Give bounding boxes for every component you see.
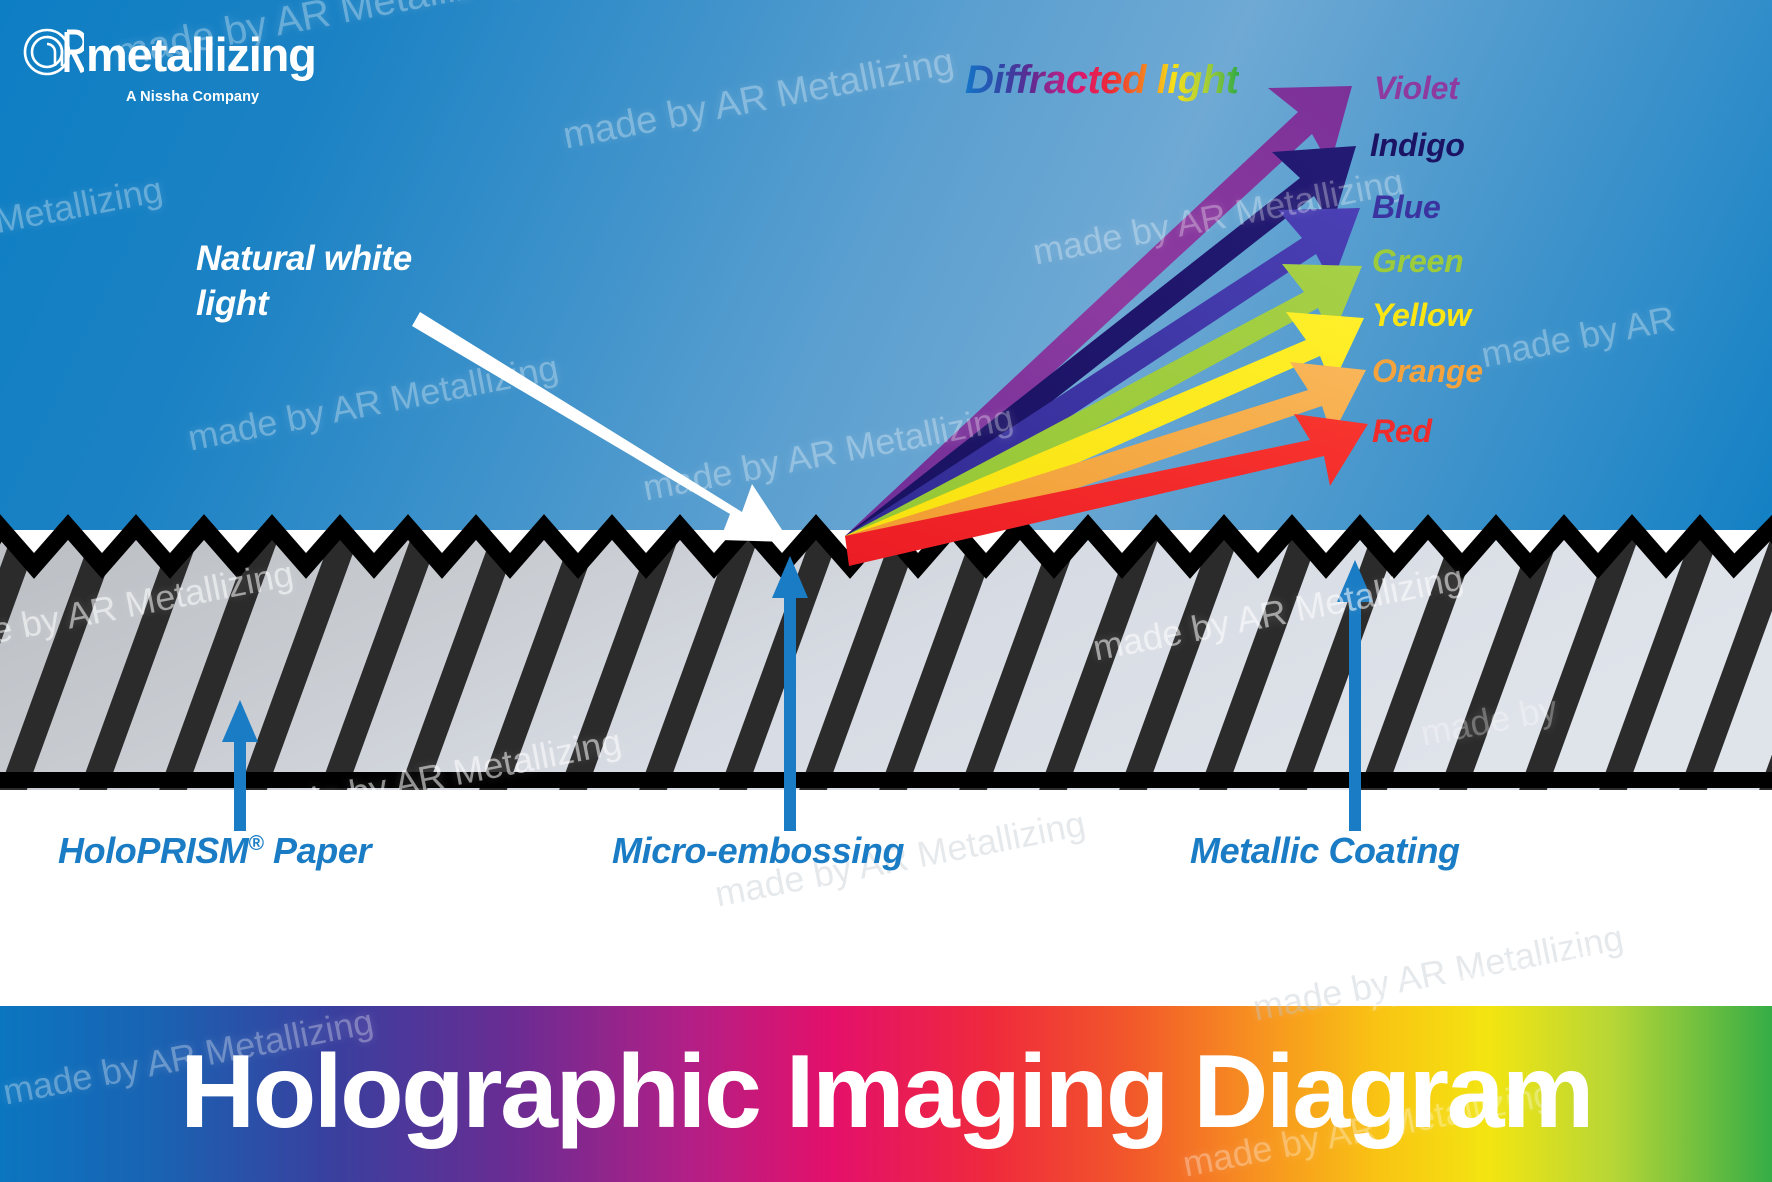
natural-white-light-line1: Natural white: [196, 239, 412, 278]
callout-text-paper: Paper: [263, 830, 372, 871]
natural-white-light-line2: light: [196, 283, 269, 323]
page-title: Holographic Imaging Diagram: [180, 1033, 1594, 1150]
callout-text-holoprism: HoloPRISM: [58, 830, 249, 871]
logo-tagline: A Nissha Company: [126, 89, 260, 105]
spectrum-label-orange: Orange: [1372, 353, 1483, 389]
diffracted-light-heading: Diffracted light: [965, 58, 1239, 102]
title-bar: Holographic Imaging Diagram: [0, 1006, 1772, 1182]
logo-wordmark: metallizing: [86, 28, 317, 81]
spectrum-label-indigo: Indigo: [1370, 127, 1465, 163]
spectrum-label-green: Green: [1372, 243, 1464, 279]
natural-white-light-label: Natural white light: [196, 237, 496, 327]
callout-label-holoprism-paper: HoloPRISM® Paper: [58, 830, 371, 872]
registered-trademark-icon: ®: [248, 832, 264, 855]
callout-label-micro-embossing: Micro-embossing: [612, 830, 905, 871]
spectrum-label-yellow: Yellow: [1372, 297, 1471, 333]
ar-metallizing-logo[interactable]: metallizing A Nissha Company: [22, 24, 382, 110]
spectrum-label-red: Red: [1372, 413, 1432, 449]
spectrum-label-blue: Blue: [1372, 189, 1441, 225]
spectrum-label-violet: Violet: [1374, 70, 1459, 106]
paper-white-band: [0, 530, 1772, 1005]
ar-monogram-icon: [22, 24, 88, 85]
callout-label-metallic-coating: Metallic Coating: [1190, 830, 1460, 871]
